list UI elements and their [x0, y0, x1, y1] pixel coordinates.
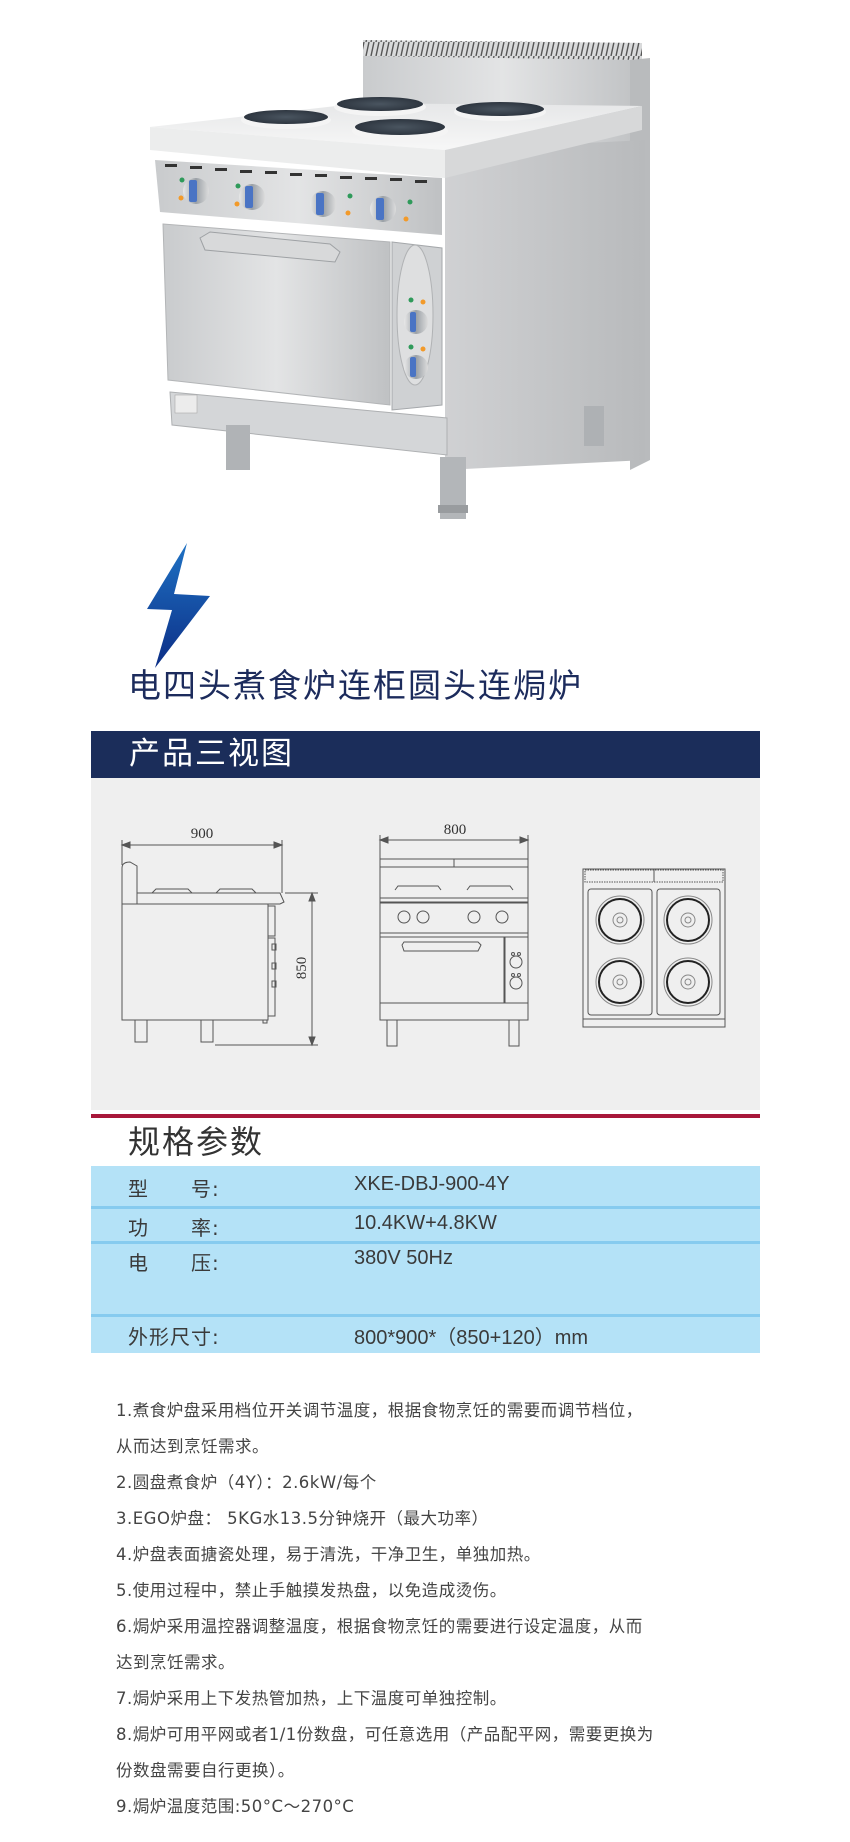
spec-table: 型 号: XKE-DBJ-900-4Y 功 率: 10.4KW+4.8KW 电 … — [91, 1166, 760, 1353]
spec-label: 电 压: — [128, 1251, 220, 1275]
spec-label: 型 号: — [128, 1177, 220, 1201]
section-title-specs: 规格参数 — [128, 1123, 265, 1161]
section-divider-red — [91, 1114, 760, 1118]
note-line: 达到烹饪需求。 — [116, 1653, 235, 1672]
note-line: 5.使用过程中，禁止手触摸发热盘，以免造成烫伤。 — [116, 1581, 507, 1600]
note-line: 2.圆盘煮食炉（4Y）：2.6kW/每个 — [116, 1473, 377, 1492]
front-width-label: 800 — [444, 822, 467, 838]
side-width-label: 900 — [191, 826, 214, 842]
spec-value: XKE-DBJ-900-4Y — [354, 1173, 510, 1195]
three-view-drawing-panel: 900 850 — [91, 778, 760, 1110]
section-title-three-views: 产品三视图 — [129, 736, 294, 772]
note-line: 8.焗炉可用平网或者1/1份数盘，可任意选用（产品配平网，需要更换为 — [116, 1725, 654, 1744]
note-line: 6.焗炉采用温控器调整温度，根据食物烹饪的需要进行设定温度，从而 — [116, 1617, 643, 1636]
spec-label: 外形尺寸: — [128, 1325, 220, 1349]
note-line: 3.EGO炉盘： 5KG水13.5分钟烧开（最大功率） — [116, 1509, 489, 1528]
spec-row-dimensions: 外形尺寸: 800*900*（850+120）mm — [91, 1317, 760, 1353]
spec-row-power: 功 率: 10.4KW+4.8KW — [91, 1209, 760, 1244]
product-photo — [0, 0, 850, 530]
lightning-bolt-icon — [140, 540, 220, 672]
note-line: 从而达到烹饪需求。 — [116, 1437, 269, 1456]
spec-row-model: 型 号: XKE-DBJ-900-4Y — [91, 1166, 760, 1209]
feature-notes: 1.煮食炉盘采用档位开关调节温度，根据食物烹饪的需要而调节档位， 从而达到烹饪需… — [116, 1393, 756, 1825]
top-view-drawing — [582, 868, 726, 1028]
product-title: 电四头煮食炉连柜圆头连焗炉 — [128, 666, 583, 705]
spec-label: 功 率: — [128, 1216, 220, 1240]
spec-row-voltage: 电 压: 380V 50Hz — [91, 1244, 760, 1317]
note-line: 7.焗炉采用上下发热管加热，上下温度可单独控制。 — [116, 1689, 507, 1708]
side-view-drawing — [120, 840, 318, 1047]
note-line: 1.煮食炉盘采用档位开关调节温度，根据食物烹饪的需要而调节档位， — [116, 1401, 643, 1420]
side-height-label: 850 — [294, 957, 310, 980]
note-line: 9.焗炉温度范围:50°C～270°C — [116, 1797, 355, 1816]
note-line: 份数盘需要自行更换）。 — [116, 1761, 295, 1780]
spec-value: 10.4KW+4.8KW — [354, 1212, 497, 1234]
spec-value: 800*900*（850+120）mm — [354, 1327, 589, 1349]
spec-value: 380V 50Hz — [354, 1247, 453, 1269]
section-bar-three-views: 产品三视图 — [91, 731, 760, 778]
front-view-drawing — [378, 835, 530, 1047]
note-line: 4.炉盘表面搪瓷处理，易于清洗，干净卫生，单独加热。 — [116, 1545, 541, 1564]
